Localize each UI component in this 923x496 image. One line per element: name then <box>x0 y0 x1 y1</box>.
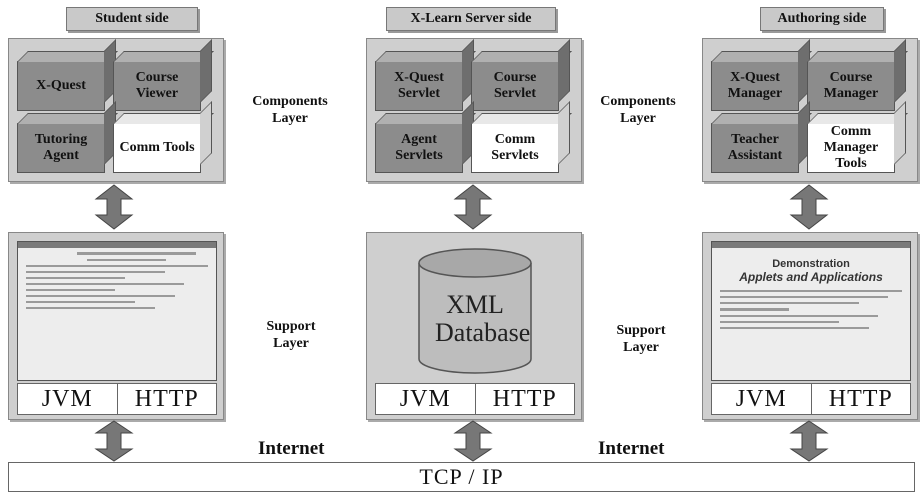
double-arrow-icon <box>453 420 493 462</box>
component-x-quest-manager: X-Quest Manager <box>711 61 799 111</box>
components-layer-label-right: Components Layer <box>600 94 676 126</box>
double-arrow-icon <box>94 184 134 230</box>
student-side-title: Student side <box>66 7 198 31</box>
screenshot-title: Demonstration <box>772 258 850 270</box>
server-side-title: X-Learn Server side <box>386 7 556 31</box>
internet-label-right: Internet <box>598 438 665 459</box>
component-comm-tools: Comm Tools <box>113 123 201 173</box>
authoring-components-panel: X-Quest Manager Course Manager Teacher A… <box>702 38 918 182</box>
jvm-label: JVM <box>41 385 93 412</box>
authoring-side-title: Authoring side <box>760 7 884 31</box>
database-cylinder-icon <box>418 248 532 374</box>
component-teacher-assistant: Teacher Assistant <box>711 123 799 173</box>
jvm-label: JVM <box>735 385 787 412</box>
double-arrow-icon <box>453 184 493 230</box>
component-x-quest: X-Quest <box>17 61 105 111</box>
support-layer-label-left: Support Layer <box>266 319 316 351</box>
component-comm-manager-tools: Comm Manager Tools <box>807 123 895 173</box>
http-label: HTTP <box>116 384 217 414</box>
student-components-panel: X-Quest Course Viewer Tutoring Agent Com… <box>8 38 224 182</box>
component-x-quest-servlet: X-Quest Servlet <box>375 61 463 111</box>
http-label: HTTP <box>474 384 575 414</box>
double-arrow-icon <box>94 420 134 462</box>
student-support-panel: JVM HTTP <box>8 232 224 420</box>
component-comm-servlets: Comm Servlets <box>471 123 559 173</box>
jvm-label: JVM <box>399 385 451 412</box>
component-course-servlet: Course Servlet <box>471 61 559 111</box>
component-tutoring-agent: Tutoring Agent <box>17 123 105 173</box>
server-components-panel: X-Quest Servlet Course Servlet Agent Ser… <box>366 38 582 182</box>
authoring-support-panel: Demonstration Applets and Applications J… <box>702 232 918 420</box>
double-arrow-icon <box>789 420 829 462</box>
student-browser-screenshot <box>17 241 217 381</box>
component-course-manager: Course Manager <box>807 61 895 111</box>
double-arrow-icon <box>789 184 829 230</box>
authoring-browser-screenshot: Demonstration Applets and Applications <box>711 241 911 381</box>
server-support-panel: XML Database JVM HTTP <box>366 232 582 420</box>
component-agent-servlets: Agent Servlets <box>375 123 463 173</box>
screenshot-subtitle: Applets and Applications <box>739 270 883 284</box>
tcp-ip-bar: TCP / IP <box>8 462 915 492</box>
support-layer-label-right: Support Layer <box>616 323 666 355</box>
server-protocol-row: JVM HTTP <box>375 383 575 415</box>
authoring-protocol-row: JVM HTTP <box>711 383 911 415</box>
http-label: HTTP <box>810 384 911 414</box>
internet-label-left: Internet <box>258 438 325 459</box>
components-layer-label-left: Components Layer <box>252 94 328 126</box>
component-course-viewer: Course Viewer <box>113 61 201 111</box>
xml-database-label: XML Database <box>435 290 531 347</box>
student-protocol-row: JVM HTTP <box>17 383 217 415</box>
